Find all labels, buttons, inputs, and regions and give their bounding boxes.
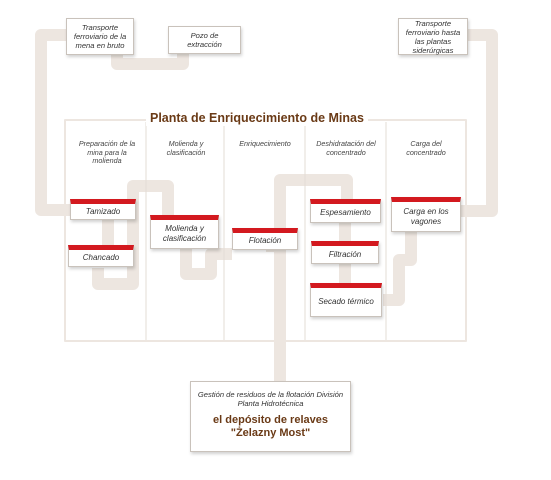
- step-tamizado: Tamizado: [70, 199, 136, 220]
- step-filtracion: Filtración: [311, 241, 379, 264]
- step-secado: Secado térmico: [310, 283, 382, 317]
- tailings-title: el depósito de relaves "Żelazny Most": [213, 414, 328, 439]
- step-espesamiento: Espesamiento: [310, 199, 381, 223]
- column-title-enrichment: Enriquecimiento: [239, 139, 291, 148]
- plant-title: Planta de Enriquecimiento de Minas: [146, 110, 368, 126]
- rail-output-box: Transporte ferroviario hasta las plantas…: [398, 18, 468, 55]
- rail-ore-box: Transporte ferroviario de la mena en bru…: [66, 18, 134, 55]
- flow-band-to-flotacion: [180, 248, 232, 280]
- column-title-loading: Carga del concentrado: [406, 139, 446, 157]
- column-title-preparation: Preparación de la mina para la molienda: [78, 139, 136, 165]
- column-title-grinding: Molienda y clasificación: [166, 139, 206, 157]
- tailings-box: Gestión de residuos de la flotación Divi…: [190, 381, 351, 452]
- tailings-subtitle: Gestión de residuos de la flotación Divi…: [197, 390, 344, 408]
- step-flotacion: Flotación: [232, 228, 298, 250]
- plant-frame: [64, 119, 467, 342]
- extraction-shaft-box: Pozo de extracción: [168, 26, 241, 54]
- flow-band-output: [461, 29, 498, 217]
- step-carga: Carga en los vagones: [391, 197, 461, 232]
- flow-band-input: [35, 29, 189, 216]
- flow-band-to-molienda: [92, 180, 174, 290]
- step-molienda: Molienda y clasificación: [150, 215, 219, 249]
- column-title-dewatering: Deshidratación del concentrado: [316, 139, 376, 157]
- flow-band-to-carga: [383, 232, 417, 306]
- step-chancado: Chancado: [68, 245, 134, 267]
